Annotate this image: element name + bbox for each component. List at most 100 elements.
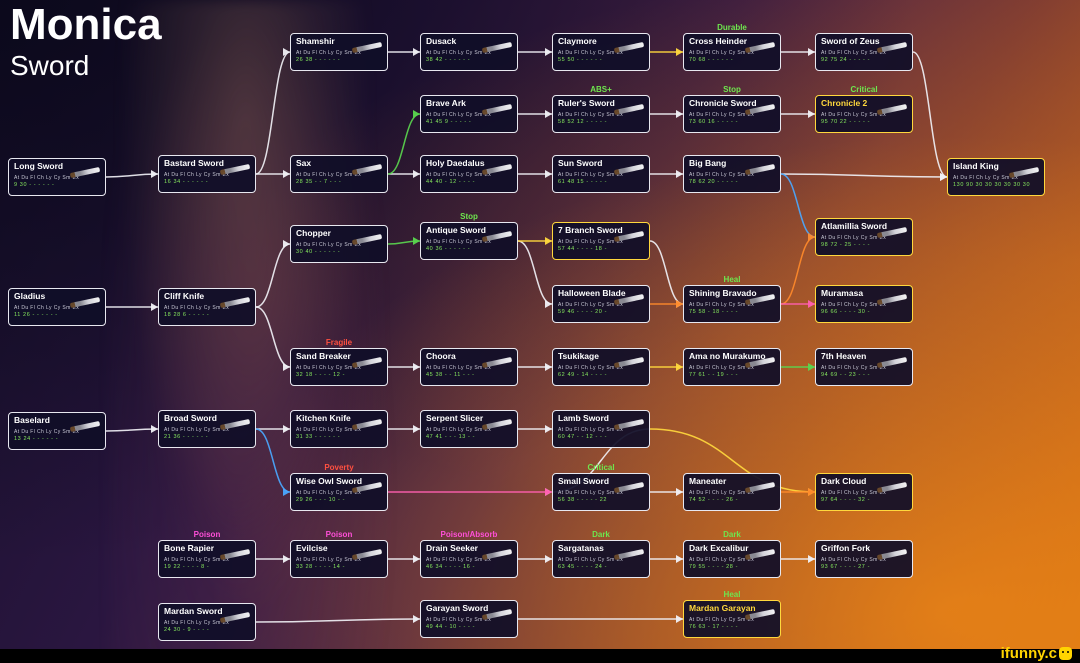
stat-labels: At Du Fl Ch Ly Cy Sm Ex [426,112,492,118]
status-badge: Poison [193,530,221,539]
weapon-name: Sword of Zeus [821,36,880,46]
status-badge: Poverty [324,463,354,472]
ifunny-logo-icon [1059,647,1072,660]
stat-labels: At Du Fl Ch Ly Cy Sm Ex [821,112,887,118]
status-badge: Durable [717,23,747,32]
stat-values: 57 44 - - - - 18 - [558,246,608,252]
stat-values: 130 90 30 30 30 30 30 30 [953,182,1031,188]
weapon-name: Drain Seeker [426,543,478,553]
weapon-name: Sun Sword [558,158,603,168]
stat-labels: At Du Fl Ch Ly Cy Sm Ex [558,557,624,563]
weapon-name: Dusack [426,36,457,46]
stat-labels: At Du Fl Ch Ly Cy Sm Ex [689,112,755,118]
weapon-name: Big Bang [689,158,727,168]
stat-values: 93 67 - - - - 27 - [821,564,871,570]
status-badge: Poison/Absorb [440,530,498,539]
weapon-name: Dark Excalibur [689,543,749,553]
weapon-name: Tsukikage [558,351,599,361]
weapon-name: Ruler's Sword [558,98,615,108]
stat-labels: At Du Fl Ch Ly Cy Sm Ex [296,172,362,178]
stat-values: 11 26 - - - - - - [14,312,58,318]
stat-labels: At Du Fl Ch Ly Cy Sm Ex [689,302,755,308]
stat-values: 13 24 - - - - - - [14,436,59,442]
weapon-name: Muramasa [821,288,864,298]
stat-labels: At Du Fl Ch Ly Cy Sm Ex [821,235,887,241]
stat-values: 70 68 - - - - - - [689,57,734,63]
stat-values: 38 42 - - - - - - [426,57,471,63]
stat-values: 29 26 - - - 10 - - [296,497,346,503]
stat-labels: At Du Fl Ch Ly Cy Sm Ex [296,50,362,56]
stat-labels: At Du Fl Ch Ly Cy Sm Ex [426,617,492,623]
weapon-name: Serpent Slicer [426,413,484,423]
stat-labels: At Du Fl Ch Ly Cy Sm Ex [296,427,362,433]
weapon-name: Halloween Blade [558,288,626,298]
status-badge: Heal [723,275,741,284]
status-badge: Critical [587,463,615,472]
stat-values: 74 52 - - - - 26 - [689,497,739,503]
stat-values: 56 38 - - - - - 22 [558,497,608,503]
weapon-name: Mardan Sword [164,606,223,616]
stat-labels: At Du Fl Ch Ly Cy Sm Ex [953,175,1019,181]
status-badge: Stop [460,212,478,221]
stat-labels: At Du Fl Ch Ly Cy Sm Ex [689,172,755,178]
weapon-name: Bastard Sword [164,158,224,168]
stat-labels: At Du Fl Ch Ly Cy Sm Ex [689,50,755,56]
stat-labels: At Du Fl Ch Ly Cy Sm Ex [821,557,887,563]
stat-labels: At Du Fl Ch Ly Cy Sm Ex [558,239,624,245]
page-title: Monica [10,0,162,49]
weapon-name: Choora [426,351,456,361]
stat-labels: At Du Fl Ch Ly Cy Sm Ex [296,242,362,248]
weapon-name: Antique Sword [426,225,486,235]
weapon-name: Dark Cloud [821,476,867,486]
stat-labels: At Du Fl Ch Ly Cy Sm Ex [14,429,80,435]
weapon-name: Sargatanas [558,543,604,553]
stat-values: 98 72 - 25 - - - - [821,242,871,248]
stat-values: 77 61 - - 19 - - - [689,372,739,378]
stat-labels: At Du Fl Ch Ly Cy Sm Ex [164,557,230,563]
stat-labels: At Du Fl Ch Ly Cy Sm Ex [689,557,755,563]
stat-labels: At Du Fl Ch Ly Cy Sm Ex [296,557,362,563]
weapon-name: Claymore [558,36,597,46]
stat-labels: At Du Fl Ch Ly Cy Sm Ex [558,112,624,118]
stat-labels: At Du Fl Ch Ly Cy Sm Ex [164,172,230,178]
stat-labels: At Du Fl Ch Ly Cy Sm Ex [164,305,230,311]
status-badge: Fragile [325,338,353,347]
weapon-name: Cross Heinder [689,36,748,46]
stat-labels: At Du Fl Ch Ly Cy Sm Ex [558,172,624,178]
stat-labels: At Du Fl Ch Ly Cy Sm Ex [14,305,80,311]
weapon-name: Baselard [14,415,50,425]
stat-values: 96 66 - - - - 30 - [821,309,871,315]
weapon-name: Mardan Garayan [689,603,756,613]
stat-values: 95 70 22 - - - - - [821,119,871,125]
stat-values: 45 38 - - 11 - - - [426,372,475,378]
weapon-name: Shining Bravado [689,288,757,298]
stat-labels: At Du Fl Ch Ly Cy Sm Ex [14,175,80,181]
stat-values: 75 58 - 18 - - - - [689,309,739,315]
stat-values: 33 28 - - - - 14 - [296,564,346,570]
stat-labels: At Du Fl Ch Ly Cy Sm Ex [689,617,755,623]
status-badge: Heal [723,590,741,599]
weapon-name: Brave Ark [426,98,466,108]
weapon-name: Holy Daedalus [426,158,485,168]
stat-labels: At Du Fl Ch Ly Cy Sm Ex [558,427,624,433]
stat-labels: At Du Fl Ch Ly Cy Sm Ex [426,239,492,245]
